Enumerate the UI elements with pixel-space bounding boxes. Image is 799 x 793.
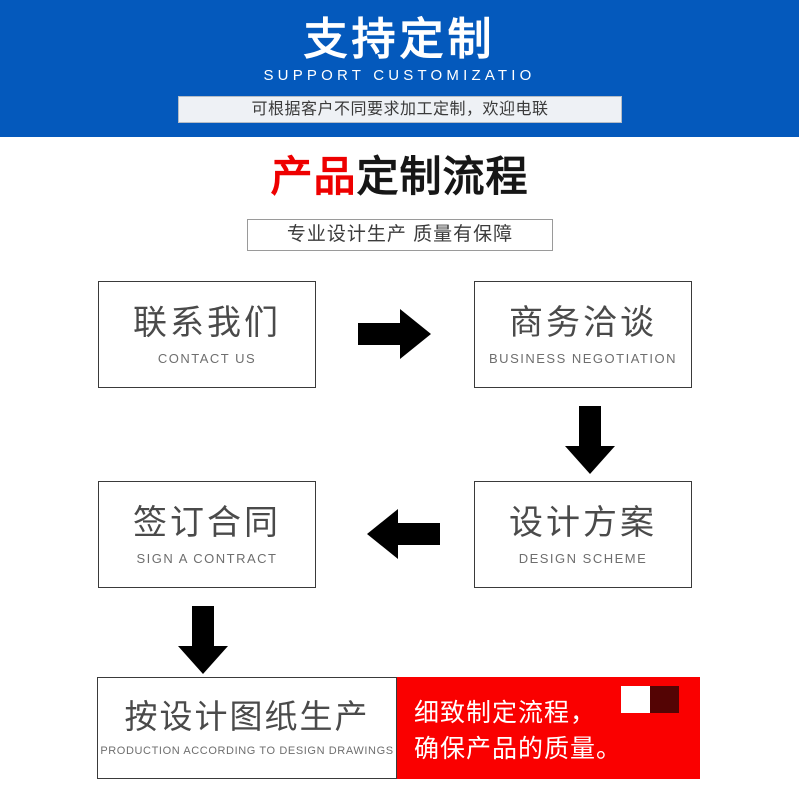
flow-step-cn-label: 按设计图纸生产 <box>124 698 370 735</box>
flow-step-contact-us: 联系我们 CONTACT US <box>98 281 316 388</box>
flow-step-business-negotiation: 商务洽谈 BUSINESS NEGOTIATION <box>474 281 692 388</box>
section-subtitle-text: 专业设计生产 质量有保障 <box>286 224 514 245</box>
arrow-left-icon <box>367 507 440 561</box>
callout-line-1: 细致制定流程， <box>414 699 597 727</box>
banner-pill-text: 可根据客户不同要求加工定制，欢迎电联 <box>251 100 549 118</box>
flow-step-production: 按设计图纸生产 PRODUCTION ACCORDING TO DESIGN D… <box>97 677 397 779</box>
arrow-down-icon <box>563 406 617 474</box>
arrow-down-icon <box>176 606 230 674</box>
callout-line-2: 确保产品的质量。 <box>414 735 623 763</box>
flow-step-en-label: CONTACT US <box>157 350 257 366</box>
arrow-right-icon <box>358 307 431 361</box>
flow-step-en-label: PRODUCTION ACCORDING TO DESIGN DRAWINGS <box>100 745 394 757</box>
flow-step-sign-contract: 签订合同 SIGN A CONTRACT <box>98 481 316 588</box>
section-subtitle-box: 专业设计生产 质量有保障 <box>247 219 553 251</box>
decoration-square-dark <box>650 686 679 713</box>
banner-pill: 可根据客户不同要求加工定制，欢迎电联 <box>178 96 622 123</box>
header-banner: 支持定制 SUPPORT CUSTOMIZATIO 可根据客户不同要求加工定制，… <box>0 0 799 137</box>
flow-step-en-label: BUSINESS NEGOTIATION <box>489 350 677 366</box>
section-title: 产品定制流程 <box>0 150 799 204</box>
section-title-red: 产品 <box>270 153 357 200</box>
flow-step-en-label: DESIGN SCHEME <box>518 550 648 566</box>
section-title-dark: 定制流程 <box>356 153 529 200</box>
flow-step-cn-label: 商务洽谈 <box>509 303 657 342</box>
flow-step-cn-label: 联系我们 <box>133 303 281 342</box>
decoration-square-light <box>621 686 650 713</box>
callout-panel: 细致制定流程， 确保产品的质量。 <box>397 677 700 779</box>
banner-title: 支持定制 <box>303 15 496 64</box>
flow-step-cn-label: 设计方案 <box>509 503 657 542</box>
flow-step-design-scheme: 设计方案 DESIGN SCHEME <box>474 481 692 588</box>
flow-step-cn-label: 签订合同 <box>133 503 281 542</box>
banner-subtitle: SUPPORT CUSTOMIZATIO <box>263 67 536 84</box>
flow-step-en-label: SIGN A CONTRACT <box>136 550 278 566</box>
